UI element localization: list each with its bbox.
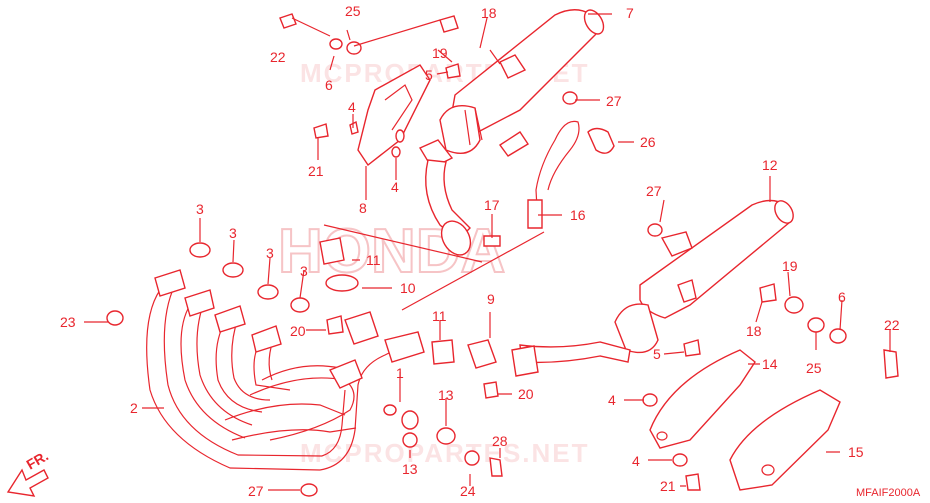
callout-labels: 25 22 6 18 19 7 5 27 4 4 21 8 26 17 16 1… <box>60 3 900 499</box>
callout-2: 2 <box>130 400 138 416</box>
callout-15: 15 <box>848 444 864 460</box>
callout-23: 23 <box>60 314 76 330</box>
callout-21-bottom: 21 <box>660 478 676 494</box>
gasket-3-d <box>290 297 310 313</box>
callout-1: 1 <box>396 365 404 381</box>
upper-muffler <box>418 9 605 256</box>
gasket-3-b <box>222 262 244 278</box>
callout-17: 17 <box>484 197 500 213</box>
callout-22-right: 22 <box>884 317 900 333</box>
watermark-brand: HONDA <box>278 217 505 286</box>
gasket-3-a <box>189 242 211 258</box>
callout-18-top: 18 <box>481 5 497 21</box>
callout-4-a: 4 <box>348 99 356 115</box>
lower-heat-shield-15 <box>729 389 841 491</box>
diagram-code: MFAIF2000A <box>856 487 921 499</box>
callout-19-right: 19 <box>782 258 798 274</box>
callout-8: 8 <box>359 200 367 216</box>
callout-16: 16 <box>570 207 586 223</box>
callout-5-right: 5 <box>653 346 661 362</box>
upper-heat-shield <box>357 64 431 167</box>
callout-3-d: 3 <box>300 263 308 279</box>
callout-11-top: 11 <box>366 252 381 268</box>
callout-18-right: 18 <box>746 323 762 339</box>
callout-14: 14 <box>762 356 778 372</box>
callout-9: 9 <box>487 291 495 307</box>
lower-heat-shield-14 <box>649 349 756 449</box>
callout-20-a: 20 <box>290 323 306 339</box>
callout-22-top: 22 <box>270 49 286 65</box>
callout-13-b: 13 <box>438 387 454 403</box>
exhaust-headers <box>146 269 425 471</box>
callout-28: 28 <box>492 433 508 449</box>
callout-11-bottom: 11 <box>432 308 447 324</box>
callout-26: 26 <box>640 134 656 150</box>
lower-muffler <box>511 199 794 377</box>
callout-25-top: 25 <box>345 3 361 19</box>
o2-sensor-cable <box>535 120 580 227</box>
callout-12: 12 <box>762 157 778 173</box>
callout-27-bottom: 27 <box>248 483 264 499</box>
callout-6-top: 6 <box>325 77 333 93</box>
callout-4-b: 4 <box>391 179 399 195</box>
callout-25-right: 25 <box>806 360 822 376</box>
clamp-26 <box>587 127 615 154</box>
gasket-3-c <box>257 284 279 300</box>
front-label: FR. <box>24 447 52 472</box>
callout-4-d: 4 <box>632 453 640 469</box>
callout-6-right: 6 <box>838 289 846 305</box>
callout-3-c: 3 <box>266 245 274 261</box>
callout-5-top: 5 <box>425 67 433 83</box>
callout-13-a: 13 <box>402 461 418 477</box>
callout-20-b: 20 <box>518 386 534 402</box>
callout-3-b: 3 <box>229 225 237 241</box>
callout-27-top: 27 <box>606 93 622 109</box>
front-direction-marker: FR. <box>6 447 52 497</box>
callout-10: 10 <box>400 280 416 296</box>
callout-21-top: 21 <box>308 163 324 179</box>
callout-27-mid: 27 <box>646 183 662 199</box>
callout-19-top: 19 <box>432 45 448 61</box>
callout-24: 24 <box>460 483 476 499</box>
callout-3-a: 3 <box>196 201 204 217</box>
callout-7: 7 <box>626 5 634 21</box>
callout-4-c: 4 <box>608 392 616 408</box>
leader-lines <box>84 13 891 491</box>
